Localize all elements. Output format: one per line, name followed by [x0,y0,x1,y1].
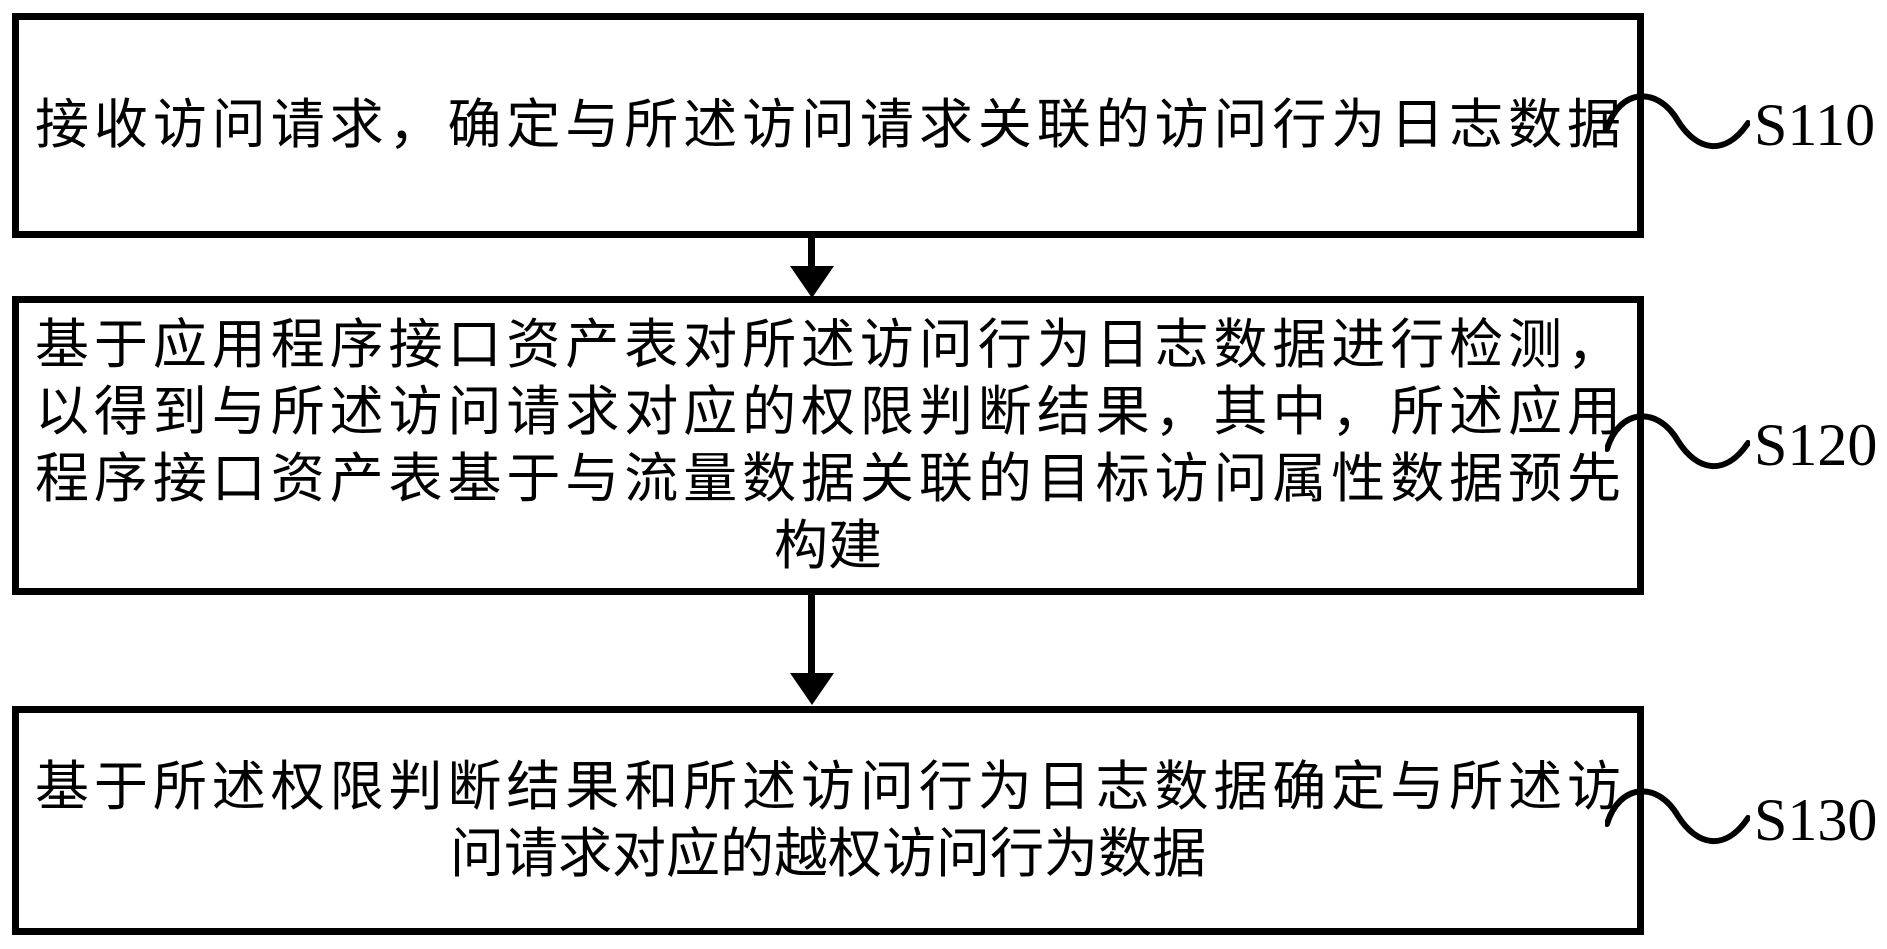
step-box-s120: 基于应用程序接口资产表对所述访问行为日志数据进行检测， 以得到与所述访问请求对应… [12,296,1644,595]
step-connector-s110: S110 [1605,80,1887,170]
down-arrow-stem [808,238,815,270]
step-connector-s130: S130 [1605,775,1887,865]
tilde-connector-icon [1605,788,1750,845]
step-label: S110 [1754,92,1876,158]
step-box-s130: 基于所述权限判断结果和所述访问行为日志数据确定与所述访 问请求对应的越权访问行为… [12,706,1644,935]
down-arrow-stem [808,595,815,675]
tilde-connector-icon [1605,413,1750,470]
down-arrow-icon [790,673,834,705]
step-connector-s120: S120 [1605,400,1887,490]
step-text-line: 问请求对应的越权访问行为数据 [450,823,1206,884]
step-text-line: 程序接口资产表基于与流量数据关联的目标访问属性数据预先 [35,448,1621,509]
down-arrow-icon [790,266,834,298]
step-text-line: 基于所述权限判断结果和所述访问行为日志数据确定与所述访 [35,756,1621,817]
tilde-connector-icon [1605,93,1750,150]
step-text-line: 接收访问请求，确定与所述访问请求关联的访问行为日志数据 [35,95,1621,155]
step-label: S120 [1754,412,1878,478]
step-text-line: 以得到与所述访问请求对应的权限判断结果，其中，所述应用 [35,381,1621,442]
step-label: S130 [1754,787,1878,853]
step-text-line: 基于应用程序接口资产表对所述访问行为日志数据进行检测， [35,314,1621,375]
step-box-s110: 接收访问请求，确定与所述访问请求关联的访问行为日志数据 [12,13,1644,238]
step-text-line: 构建 [774,515,882,576]
